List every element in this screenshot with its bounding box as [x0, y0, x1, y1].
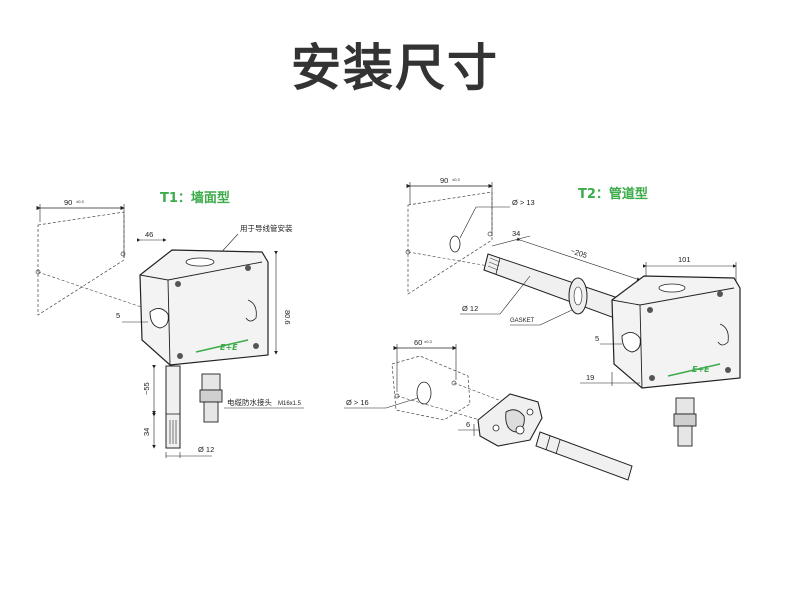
t1-screw — [245, 265, 251, 271]
t1-screw — [175, 281, 181, 287]
t1-gland-spec: M16x1.5 — [278, 401, 302, 407]
t1-height-dim: 80.6 — [283, 310, 292, 325]
t1-cable-gland — [201, 373, 221, 391]
t1-screw — [177, 353, 183, 359]
t1-width-dim: 90 — [64, 198, 72, 207]
t2-logo: E+E — [692, 365, 710, 374]
t1-mount-hole — [120, 251, 126, 257]
t1-variant-label: T1：墙面型 — [160, 190, 230, 206]
flange-thickness-dim: 6 — [466, 420, 470, 429]
t2-probe — [483, 253, 625, 321]
t2-hole-dim: Ø > 13 — [512, 198, 535, 207]
t1-conduit-note: 用于导线管安装 — [240, 223, 293, 233]
t2-probe-len-dim: ~205 — [569, 246, 588, 260]
t2-variant-label: T2：管道型 — [578, 186, 648, 202]
t1-side-dim: 5 — [116, 311, 120, 320]
flange-probe — [535, 431, 633, 481]
t1-tip-len-dim: 34 — [142, 428, 151, 436]
t1-logo: E+E — [220, 343, 238, 352]
t1-conduit-port — [185, 257, 215, 267]
flange-width-dim: 60 — [414, 338, 422, 347]
t1-probe-dia-dim: Ø 12 — [198, 445, 214, 454]
t2-probe-dia-dim: Ø 12 — [462, 304, 478, 313]
t2-bottom-dim: 19 — [586, 373, 594, 382]
flange-outline — [391, 355, 471, 421]
t1-housing — [139, 249, 269, 366]
t2-duct-hole — [449, 235, 461, 253]
t1-mount-tab — [149, 308, 169, 329]
t2-gasket-label: GASKET — [510, 318, 535, 324]
flange-hole-dim: Ø > 16 — [346, 398, 369, 407]
flange-variant: 60 ±0.3 Ø > 16 6 — [344, 338, 633, 481]
t2-width-dim: 90 — [440, 176, 448, 185]
t1-wall-outline — [37, 211, 125, 316]
t1-probe-len-dim: ~55 — [142, 382, 151, 395]
t1-mount-hole — [35, 269, 41, 275]
t2-housing-width-dim: 101 — [678, 255, 691, 264]
t2-side-dim: 5 — [595, 334, 599, 343]
t1-width-tol: ±0.3 — [76, 199, 85, 204]
flange-width-tol: ±0.3 — [424, 339, 433, 344]
t1-gland-note: 电缆防水接头 — [227, 397, 272, 407]
t1-probe — [165, 365, 181, 449]
t1-screw — [253, 343, 259, 349]
t2-cable-gland — [675, 397, 695, 415]
t1-wall-variant: T1：墙面型 90 ±0.3 46 用于导线管安装 E+E 80.6 — [35, 190, 304, 458]
t1-green-stripe — [195, 339, 249, 353]
t2-tip-dim: 34 — [512, 229, 520, 238]
t2-duct-variant: T2：管道型 90 ±0.3 Ø > 13 34 ~205 GASKE — [405, 176, 741, 447]
t2-width-tol: ±0.3 — [452, 177, 461, 182]
t1-depth-dim: 46 — [145, 230, 153, 239]
t2-duct-outline — [407, 191, 493, 295]
page-title: 安装尺寸 — [291, 39, 499, 97]
